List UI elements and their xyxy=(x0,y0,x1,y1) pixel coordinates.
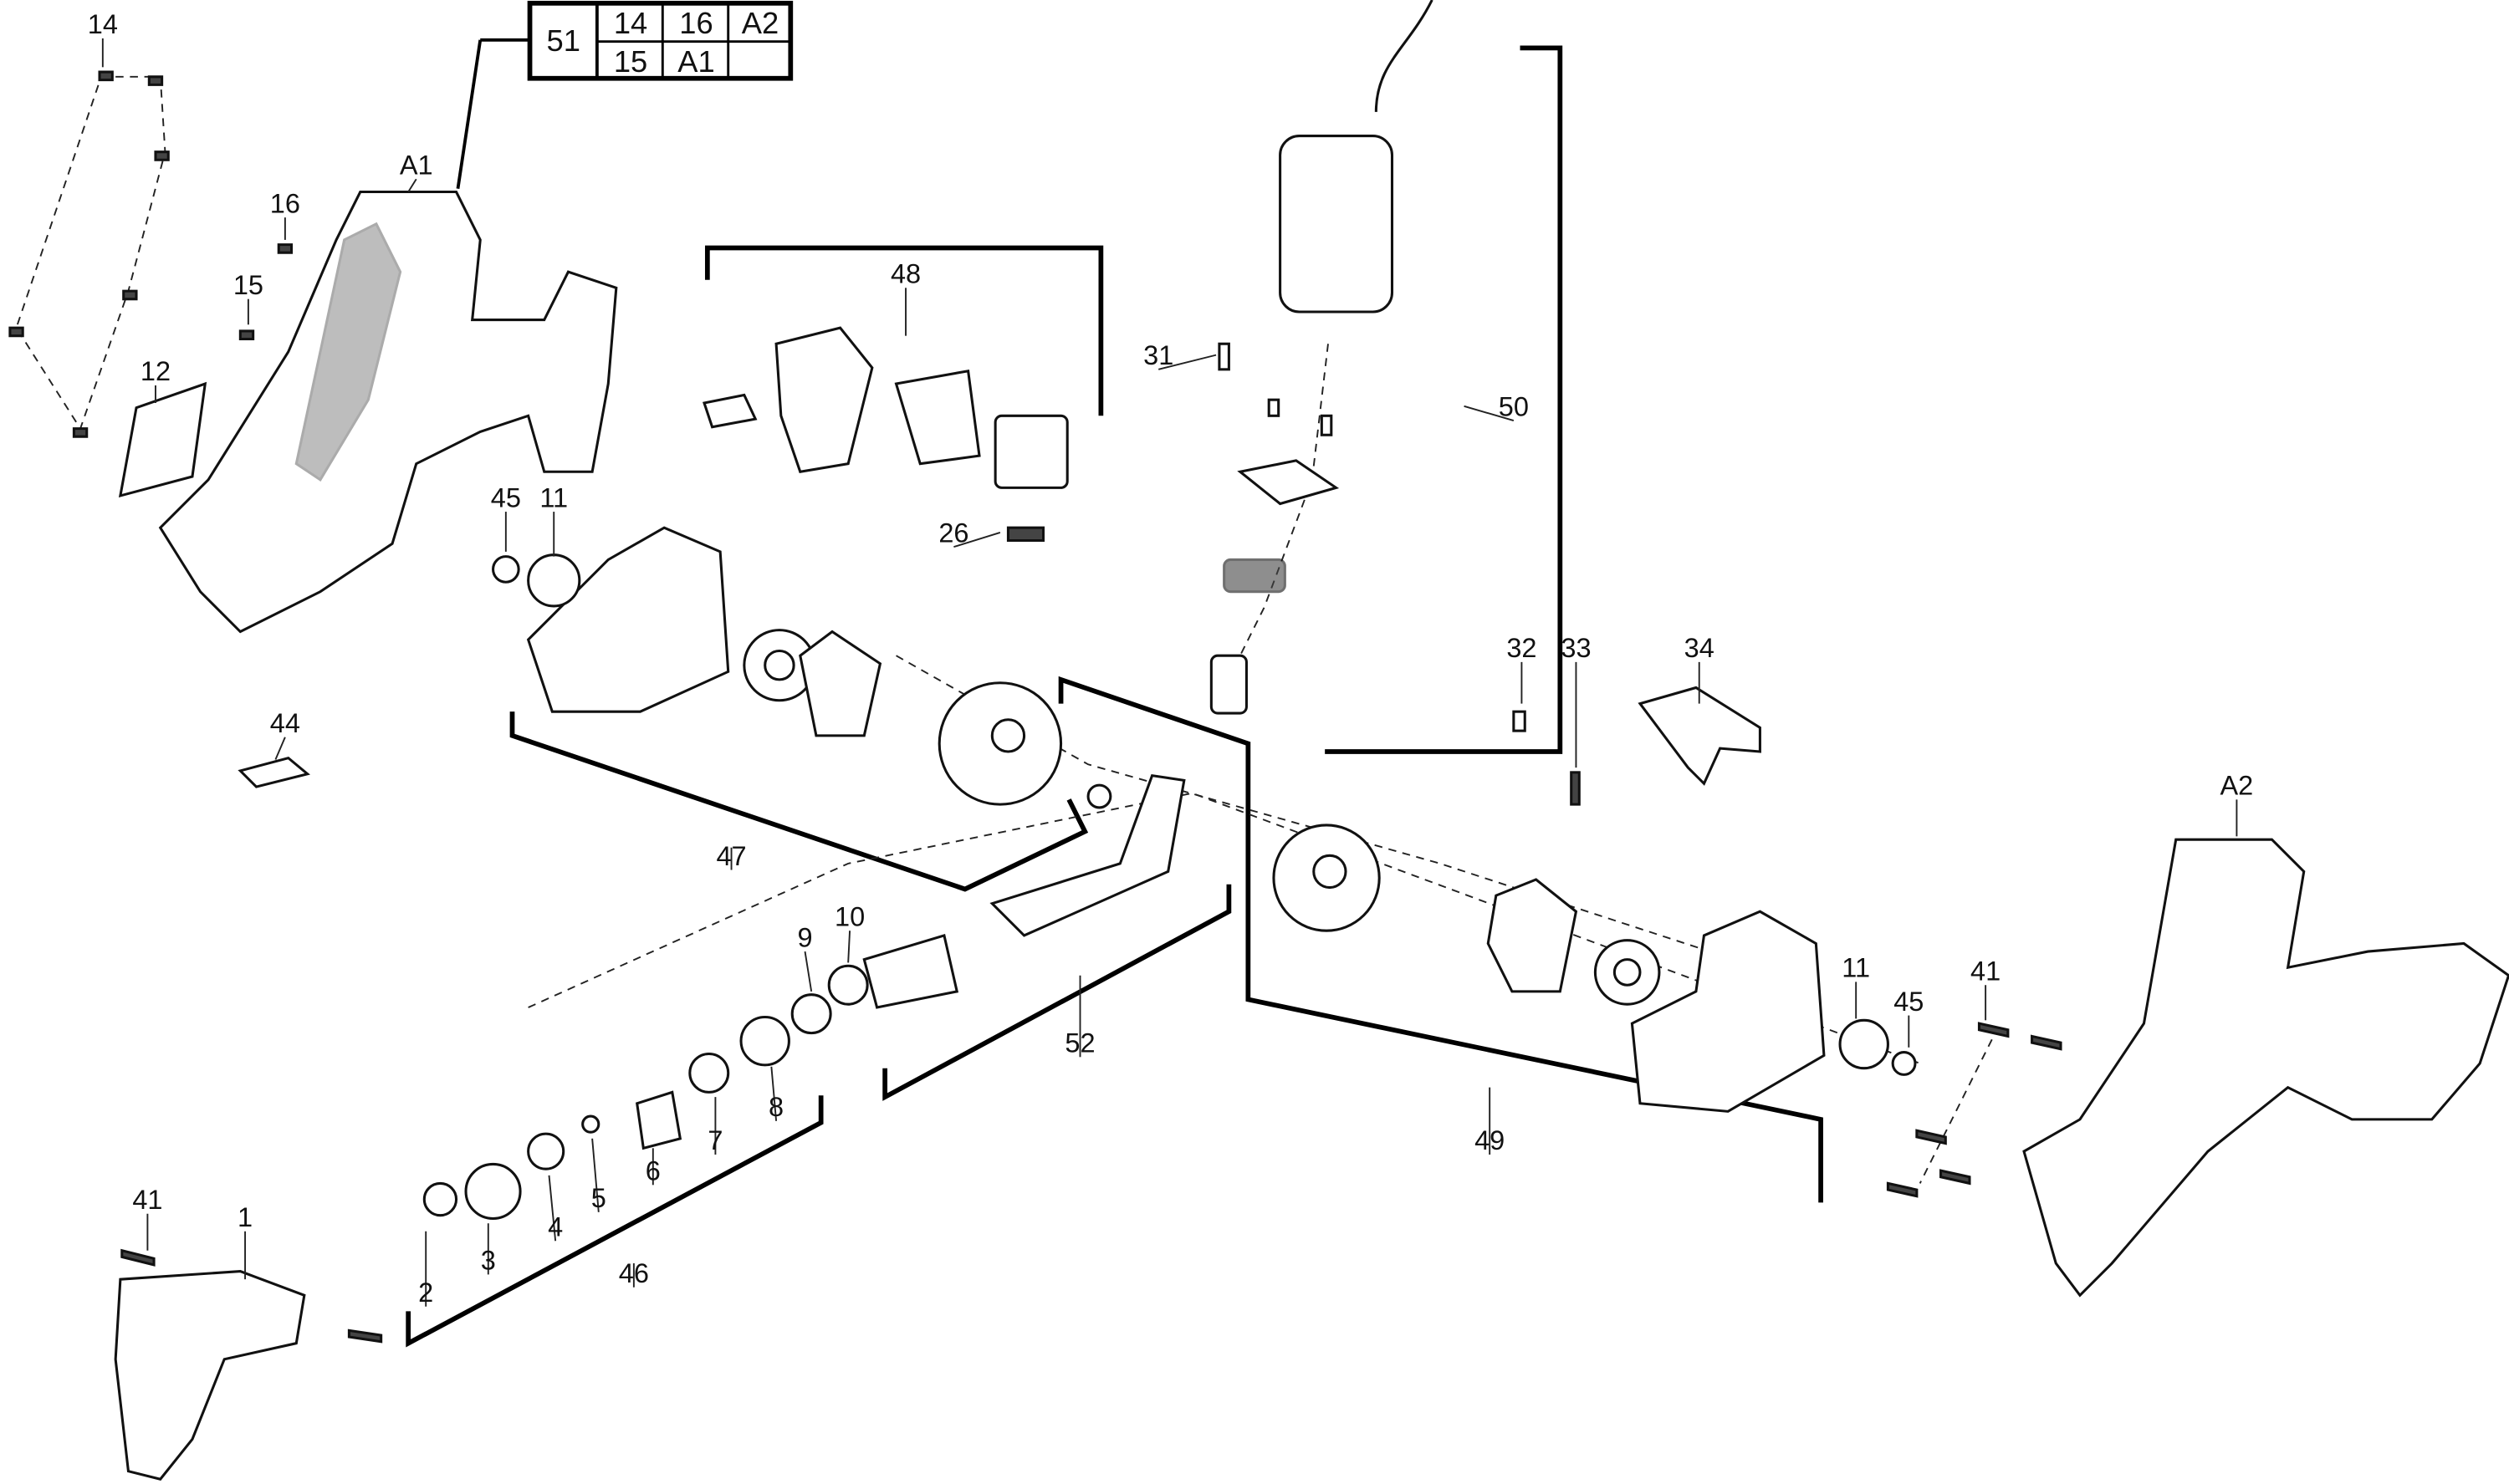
callout-9: 9 xyxy=(797,922,812,952)
callout-33: 33 xyxy=(1561,633,1591,663)
leader-line-A1 xyxy=(407,178,417,193)
callout-44: 44 xyxy=(270,708,300,738)
callout-41: 41 xyxy=(1970,956,2001,986)
callout-14: 14 xyxy=(88,9,118,39)
callout-34: 34 xyxy=(1684,633,1714,663)
callout-2: 2 xyxy=(418,1277,433,1308)
housing-half-a2 xyxy=(2022,838,2509,1298)
leader-line-5 xyxy=(591,1138,600,1212)
callout-1: 1 xyxy=(238,1202,253,1232)
bracket-50 xyxy=(1325,45,1563,754)
motor-50 xyxy=(1279,135,1394,314)
leader-line-8 xyxy=(770,1066,778,1121)
callout-16: 16 xyxy=(270,188,300,218)
leader-line-10 xyxy=(847,931,851,963)
callout-3: 3 xyxy=(481,1246,496,1276)
callout-11: 11 xyxy=(539,482,568,513)
callout-12: 12 xyxy=(141,356,171,386)
callout-8: 8 xyxy=(769,1092,784,1122)
table-main-number: 51 xyxy=(546,23,580,58)
callout-45: 45 xyxy=(491,482,521,513)
table-cell: 15 xyxy=(614,44,647,79)
leader-line-50 xyxy=(1464,405,1515,421)
callout-5: 5 xyxy=(591,1183,606,1213)
spindle-52 xyxy=(989,773,1186,937)
callout-7: 7 xyxy=(708,1125,723,1155)
callout-15: 15 xyxy=(233,270,263,300)
callout-10: 10 xyxy=(835,901,865,931)
part-shapes xyxy=(8,0,2509,1481)
gear-housing-47 xyxy=(526,526,730,713)
bracket-49 xyxy=(1058,676,1823,1203)
leader-line-26 xyxy=(953,532,1001,548)
table-cell: 16 xyxy=(679,6,713,40)
callout-4: 4 xyxy=(548,1212,563,1242)
leader-line-44 xyxy=(274,737,286,760)
callout-52: 52 xyxy=(1065,1028,1095,1058)
table-cell: A2 xyxy=(742,6,779,40)
leader-line-9 xyxy=(804,951,813,992)
group-brackets xyxy=(406,45,1823,1348)
callout-50: 50 xyxy=(1499,391,1529,421)
callout-45: 45 xyxy=(1893,987,1924,1017)
callout-47: 47 xyxy=(716,841,746,871)
callout-31: 31 xyxy=(1143,340,1173,370)
callout-A2: A2 xyxy=(2220,771,2254,801)
guard-1 xyxy=(114,1270,306,1481)
bracket-52 xyxy=(882,884,1232,1101)
bracket-46 xyxy=(406,1095,824,1348)
bracket-48 xyxy=(704,245,1104,416)
callout-A1: A1 xyxy=(400,150,433,180)
leader-line-31 xyxy=(1158,354,1217,370)
callout-6: 6 xyxy=(646,1156,661,1186)
bracket-47 xyxy=(509,711,1089,892)
callout-41: 41 xyxy=(132,1185,162,1215)
parts-table: 51 14 16 A2 15 A1 xyxy=(456,0,794,189)
table-cell: 14 xyxy=(614,6,647,40)
callout-32: 32 xyxy=(1506,633,1536,663)
leader-line-4 xyxy=(548,1175,557,1242)
switch-48 xyxy=(774,326,874,473)
callout-48: 48 xyxy=(891,259,921,289)
label-44 xyxy=(238,756,310,788)
label-12 xyxy=(118,381,207,498)
gear-housing-49 xyxy=(1630,910,1826,1113)
housing-half-a1 xyxy=(158,190,618,634)
callout-49: 49 xyxy=(1474,1125,1505,1155)
leader-lines xyxy=(101,38,2238,1307)
callout-26: 26 xyxy=(938,518,968,548)
part-34 xyxy=(1638,686,1761,786)
table-cell: A1 xyxy=(677,44,714,79)
callout-46: 46 xyxy=(619,1258,649,1288)
callout-11: 11 xyxy=(1842,953,1870,983)
